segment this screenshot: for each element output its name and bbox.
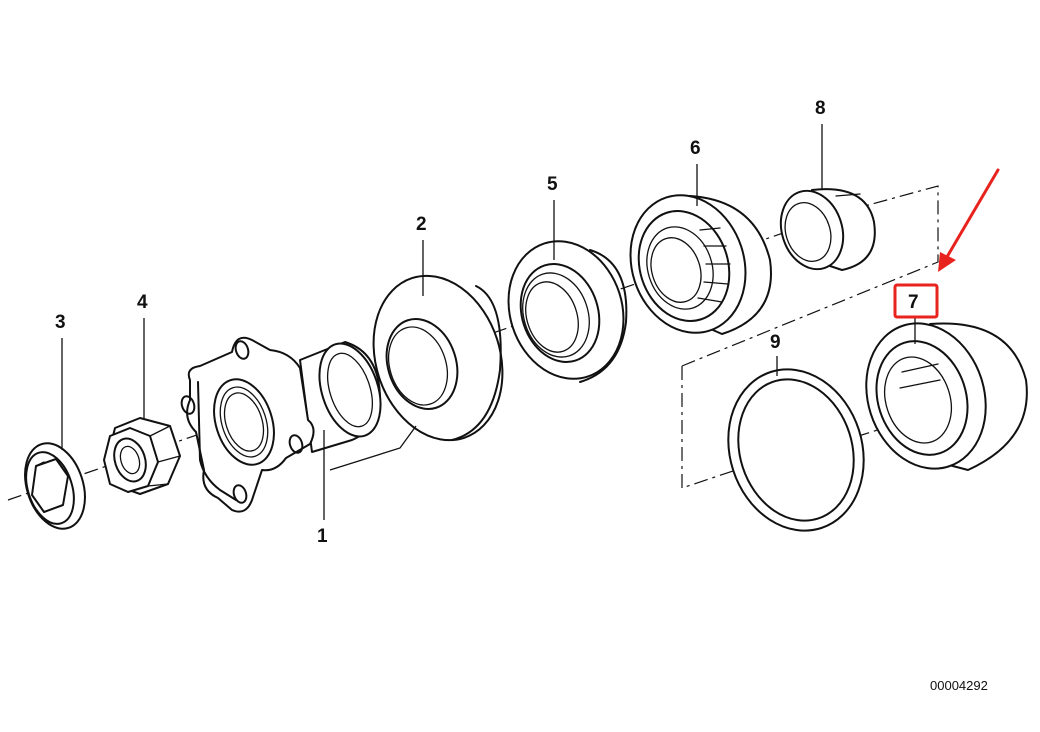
- callout-9: 9: [770, 332, 781, 353]
- callout-6: 6: [690, 138, 701, 159]
- part-8-bearing-sleeve: [779, 188, 876, 271]
- group-bracket-lower: [681, 366, 761, 489]
- part-4-hex-nut: [103, 417, 181, 495]
- part-9-washer: [727, 368, 865, 532]
- callout-1: 1: [317, 526, 328, 547]
- part-3-locking-ring: [24, 442, 86, 530]
- group-bracket: [681, 185, 939, 367]
- part-7-bearing: [865, 322, 1028, 471]
- callout-2: 2: [416, 214, 427, 235]
- callout-8: 8: [815, 98, 826, 119]
- highlight-box: [893, 283, 939, 319]
- highlight-arrow: [938, 168, 1000, 272]
- callout-5: 5: [547, 174, 558, 195]
- part-2-dust-shield: [372, 274, 504, 442]
- part-5-shaft-seal: [507, 240, 628, 383]
- callout-3: 3: [55, 312, 66, 333]
- leader-lines: [61, 124, 916, 520]
- callout-4: 4: [137, 292, 148, 313]
- callout-7: 7: [908, 292, 919, 313]
- figure-number: 00004292: [930, 678, 988, 693]
- part-1-output-flange: [180, 336, 382, 513]
- part-6-roller-bearing: [629, 194, 772, 335]
